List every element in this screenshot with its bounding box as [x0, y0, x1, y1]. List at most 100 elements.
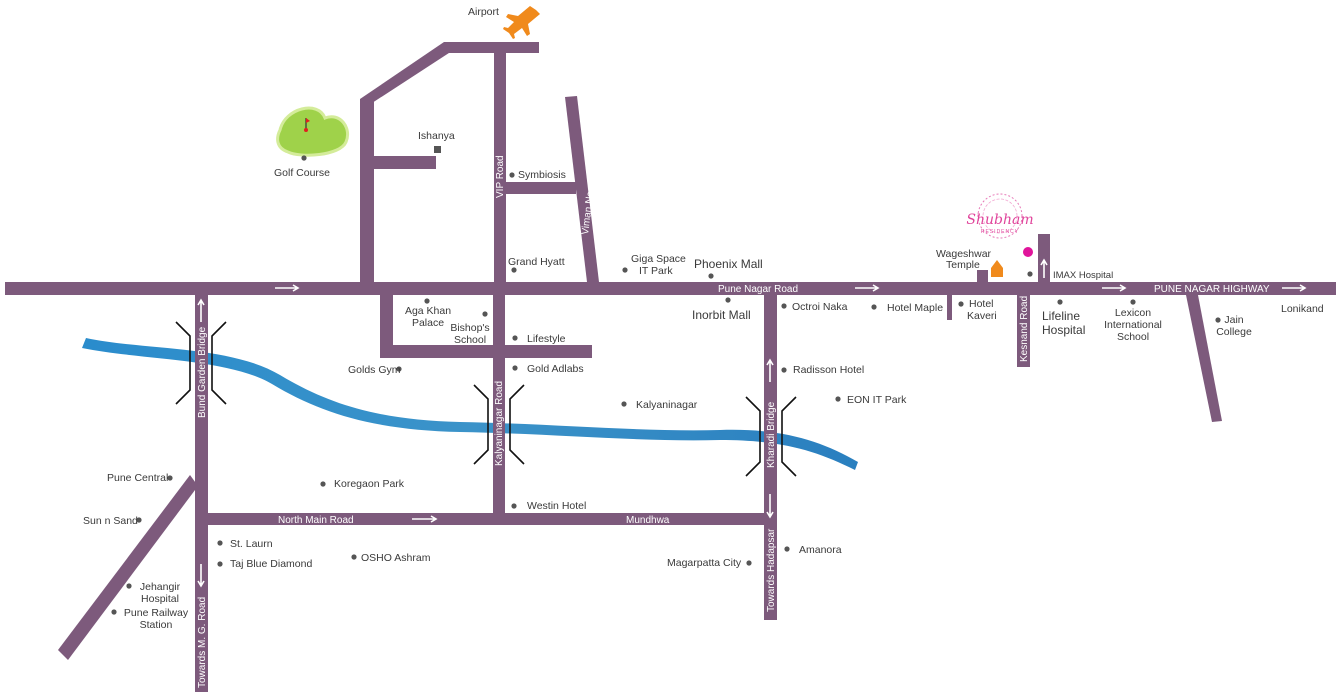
marker-eon — [835, 396, 841, 402]
label-airport: Airport — [468, 6, 499, 18]
bridge-kharadi — [745, 396, 797, 477]
road-top — [444, 42, 539, 53]
label-gold-adlabs: Gold Adlabs — [527, 363, 584, 375]
temple-icon — [991, 260, 1003, 277]
marker-koregaon — [320, 481, 326, 487]
label-pune-nagar-highway: PUNE NAGAR HIGHWAY — [1154, 284, 1270, 295]
road-lonikand-diagonal — [1186, 295, 1222, 422]
label-koregaon-park: Koregaon Park — [334, 478, 405, 490]
marker-gold-adlabs — [512, 365, 518, 371]
marker-giga-space — [622, 267, 628, 273]
direction-arrows — [197, 258, 1307, 588]
road-vip — [494, 53, 506, 282]
marker-aga-khan — [424, 298, 430, 304]
golf-course-icon — [276, 106, 349, 157]
roads — [5, 42, 1336, 692]
label-inorbit-mall: Inorbit Mall — [692, 308, 751, 322]
road-pune-nagar — [5, 282, 1336, 295]
arrow-east-4 — [1282, 284, 1307, 292]
label-lexicon-3: School — [1117, 331, 1149, 343]
label-kalyaninagar-road: Kalyaninagar Road — [494, 381, 505, 466]
marker-magarpatta — [746, 560, 752, 566]
label-golds-gym: Golds Gym — [348, 364, 401, 376]
arrow-east-2 — [855, 284, 880, 292]
marker-grand-hyatt — [511, 267, 517, 273]
label-lifeline-2: Hospital — [1042, 323, 1085, 337]
marker-symbiosis — [509, 172, 515, 178]
label-north-main-road: North Main Road — [278, 515, 354, 526]
bridge-kalyaninagar — [473, 384, 525, 465]
label-lifeline-1: Lifeline — [1042, 309, 1080, 323]
road-kalyaninagar — [493, 295, 505, 513]
arrow-north-main — [412, 515, 438, 523]
label-imax: IMAX Hospital — [1053, 270, 1113, 281]
road-kesnand — [1017, 295, 1030, 367]
arrow-east-3 — [1102, 284, 1127, 292]
label-radisson: Radisson Hotel — [793, 364, 864, 376]
marker-golf-course — [301, 155, 307, 161]
airport-icon — [503, 6, 540, 39]
marker-osho — [351, 554, 357, 560]
label-osho: OSHO Ashram — [361, 552, 431, 564]
label-bishops-2: School — [454, 334, 486, 346]
arrow-east-1 — [275, 284, 300, 292]
road-diagonal-nw — [360, 42, 452, 105]
label-hotel-kaveri-1: Hotel — [969, 298, 994, 310]
label-pune-railway-2: Station — [140, 619, 173, 631]
residency-marker — [1023, 247, 1033, 257]
label-taj-blue: Taj Blue Diamond — [230, 558, 312, 570]
label-mundhwa: Mundhwa — [626, 515, 670, 526]
marker-jain — [1215, 317, 1221, 323]
label-aga-khan-1: Aga Khan — [405, 305, 451, 317]
arrow-bund-down — [197, 564, 205, 588]
label-pune-nagar-road: Pune Nagar Road — [718, 284, 798, 295]
road-diagonal-sw — [58, 475, 198, 660]
label-vip-road: VIP Road — [495, 155, 506, 198]
marker-phoenix-mall — [708, 273, 714, 279]
marker-taj-blue — [217, 561, 223, 567]
road-kharadi — [764, 295, 777, 620]
label-jain-1: Jain — [1224, 314, 1243, 326]
arrow-kharadi-up — [766, 358, 774, 382]
arrow-bund-up — [197, 298, 205, 322]
bridge-bund-garden — [175, 321, 227, 405]
road-hotel-maple-stub — [947, 295, 952, 320]
marker-lexicon — [1130, 299, 1136, 305]
label-hotel-maple: Hotel Maple — [887, 302, 943, 314]
label-bishops-1: Bishop's — [450, 322, 489, 334]
label-eon: EON IT Park — [847, 394, 907, 406]
label-bund-garden-bridge: Bund Garden Bridge — [197, 326, 208, 418]
road-aga-khan-horizontal — [380, 345, 592, 358]
road-aga-khan-vertical — [380, 295, 393, 358]
label-lonikand: Lonikand — [1281, 303, 1324, 315]
label-kesnand-road: Kesnand Road — [1019, 296, 1030, 362]
marker-amanora — [784, 546, 790, 552]
label-golf-course: Golf Course — [274, 167, 330, 179]
road-left-vertical — [360, 99, 374, 282]
label-lifestyle: Lifestyle — [527, 333, 566, 345]
marker-westin — [511, 503, 517, 509]
brand-tagline: RESIDENCY — [981, 229, 1019, 235]
arrow-imax-up — [1040, 258, 1048, 278]
marker-bishops — [482, 311, 488, 317]
label-magarpatta: Magarpatta City — [667, 557, 742, 569]
road-north-main — [208, 513, 764, 525]
road-ishanya-branch — [374, 156, 436, 169]
label-hotel-kaveri-2: Kaveri — [967, 310, 997, 322]
label-ishanya: Ishanya — [418, 130, 455, 142]
marker-sun-n-sand — [136, 517, 142, 523]
label-lexicon-1: Lexicon — [1115, 307, 1151, 319]
label-wageshwar-2: Temple — [946, 259, 980, 271]
label-westin: Westin Hotel — [527, 500, 586, 512]
label-pune-central: Pune Central — [107, 472, 168, 484]
label-st-laurn: St. Laurn — [230, 538, 273, 550]
label-aga-khan-2: Palace — [412, 317, 444, 329]
place-markers — [111, 146, 1221, 615]
label-wageshwar-1: Wageshwar — [936, 248, 992, 260]
marker-pune-railway — [111, 609, 117, 615]
label-kharadi-bridge: Kharadi Bridge — [766, 401, 777, 468]
label-giga-space-1: Giga Space — [631, 253, 686, 265]
label-lexicon-2: International — [1104, 319, 1162, 331]
label-jain-2: College — [1216, 326, 1252, 338]
